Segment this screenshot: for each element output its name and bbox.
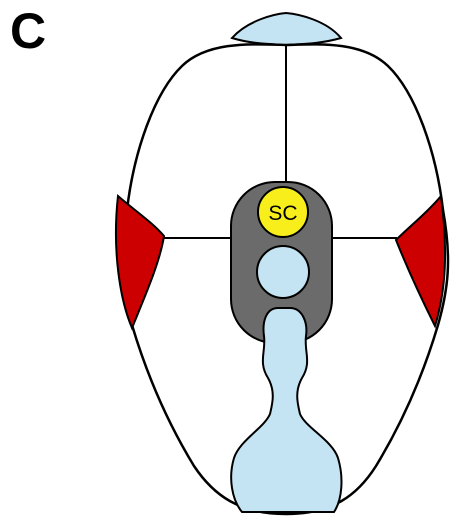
sc-label: SC xyxy=(268,202,297,225)
round-ventricle xyxy=(257,246,309,298)
top-ventricle xyxy=(232,13,341,45)
